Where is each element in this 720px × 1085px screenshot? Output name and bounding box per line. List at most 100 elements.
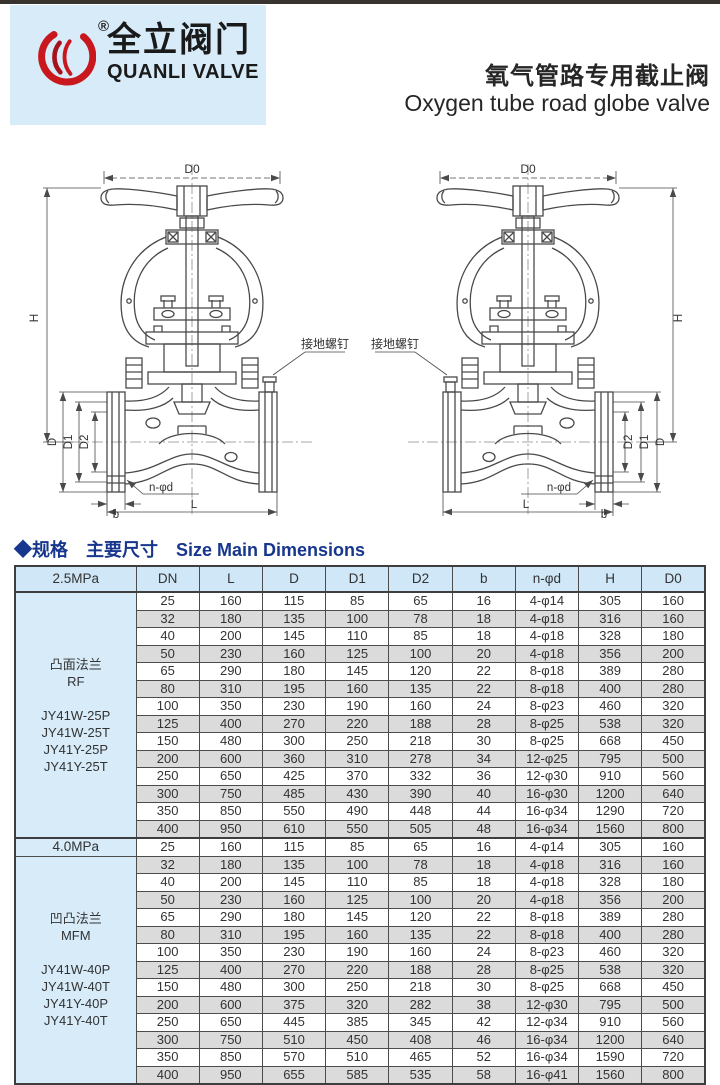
page-top-rule <box>0 0 720 4</box>
dim-cell: 20 <box>451 644 516 663</box>
dim-cell: 310 <box>198 925 263 944</box>
dim-cell: 145 <box>261 873 327 892</box>
dim-cell: 160 <box>198 837 263 857</box>
dim-cell: 110 <box>325 873 390 892</box>
grounding-screw-label: 接地螺钉 <box>371 336 419 351</box>
dim-label-h: H <box>671 314 685 323</box>
dim-cell: 485 <box>261 784 327 803</box>
dim-cell: 12-φ30 <box>514 995 580 1014</box>
dim-cell: 280 <box>641 908 706 927</box>
dim-cell: 4-φ18 <box>514 890 580 909</box>
dim-cell: 1200 <box>578 784 643 803</box>
dim-cell: 28 <box>451 960 516 979</box>
dim-cell: 135 <box>388 925 453 944</box>
dim-cell: 25 <box>135 837 200 857</box>
dim-cell: 12-φ30 <box>514 767 580 786</box>
dim-cell: 425 <box>261 767 327 786</box>
page-title-block: 氧气管路专用截止阀 Oxygen tube road globe valve <box>404 63 710 117</box>
dim-cell: 280 <box>641 925 706 944</box>
dim-cell: 8-φ18 <box>514 662 580 681</box>
dim-cell: 480 <box>198 978 263 997</box>
dim-cell: 150 <box>135 978 200 997</box>
dim-cell: 18 <box>451 609 516 628</box>
dim-cell: 795 <box>578 995 643 1014</box>
dim-cell: 52 <box>451 1048 516 1067</box>
dim-cell: 750 <box>198 1030 263 1049</box>
section-title: ◆规格 主要尺寸 Size Main Dimensions <box>14 540 366 560</box>
dim-cell: 400 <box>135 819 200 839</box>
col-header-DN: DN <box>135 565 200 593</box>
dim-cell: 350 <box>198 943 263 962</box>
dim-cell: 16-φ41 <box>514 1065 580 1085</box>
dim-cell: 16-φ34 <box>514 1048 580 1067</box>
col-header-D1: D1 <box>325 565 390 593</box>
dim-label-d1: D1 <box>63 435 75 450</box>
dim-cell: 356 <box>578 890 643 909</box>
pressure-header-2-5mpa: 2.5MPa <box>14 565 137 593</box>
dim-cell: 22 <box>451 908 516 927</box>
dim-cell: 65 <box>135 662 200 681</box>
dim-cell: 100 <box>325 609 390 628</box>
dim-cell: 500 <box>641 995 706 1014</box>
dim-cell: 100 <box>135 943 200 962</box>
dim-cell: 668 <box>578 732 643 751</box>
dim-cell: 12-φ34 <box>514 1013 580 1032</box>
dim-cell: 40 <box>451 784 516 803</box>
dim-cell: 4-φ18 <box>514 609 580 628</box>
dim-cell: 125 <box>325 644 390 663</box>
dim-cell: 230 <box>261 697 327 716</box>
dim-cell: 160 <box>325 679 390 698</box>
dim-cell: 16-φ30 <box>514 784 580 803</box>
dim-cell: 4-φ18 <box>514 644 580 663</box>
dim-cell: 510 <box>325 1048 390 1067</box>
dim-cell: 160 <box>388 943 453 962</box>
dim-cell: 16-φ34 <box>514 1030 580 1049</box>
dim-cell: 460 <box>578 697 643 716</box>
dim-cell: 640 <box>641 784 706 803</box>
dim-cell: 218 <box>388 978 453 997</box>
dim-cell: 115 <box>261 837 327 857</box>
dim-cell: 200 <box>135 749 200 768</box>
dim-cell: 40 <box>135 627 200 646</box>
dim-cell: 22 <box>451 925 516 944</box>
dim-cell: 50 <box>135 644 200 663</box>
dim-cell: 668 <box>578 978 643 997</box>
dim-cell: 510 <box>261 1030 327 1049</box>
dim-cell: 280 <box>641 662 706 681</box>
dim-cell: 58 <box>451 1065 516 1085</box>
dim-cell: 180 <box>261 662 327 681</box>
dim-cell: 1200 <box>578 1030 643 1049</box>
dim-cell: 550 <box>325 819 390 839</box>
dim-cell: 188 <box>388 714 453 733</box>
dim-cell: 85 <box>325 591 390 611</box>
dim-cell: 850 <box>198 1048 263 1067</box>
col-header-b: b <box>451 565 516 593</box>
dim-cell: 400 <box>135 1065 200 1085</box>
dim-cell: 48 <box>451 819 516 839</box>
dim-cell: 32 <box>135 855 200 874</box>
dim-cell: 400 <box>198 960 263 979</box>
dim-cell: 160 <box>641 609 706 628</box>
dim-cell: 450 <box>641 978 706 997</box>
dim-cell: 18 <box>451 855 516 874</box>
product-title-cn: 氧气管路专用截止阀 <box>485 63 710 90</box>
dim-cell: 50 <box>135 890 200 909</box>
dim-cell: 18 <box>451 627 516 646</box>
dim-cell: 30 <box>451 732 516 751</box>
dim-cell: 505 <box>388 819 453 839</box>
dim-cell: 600 <box>198 749 263 768</box>
col-header-n-φd: n-φd <box>514 565 580 593</box>
dim-label-d: D <box>47 438 59 446</box>
dim-cell: 560 <box>641 767 706 786</box>
dim-cell: 180 <box>641 873 706 892</box>
